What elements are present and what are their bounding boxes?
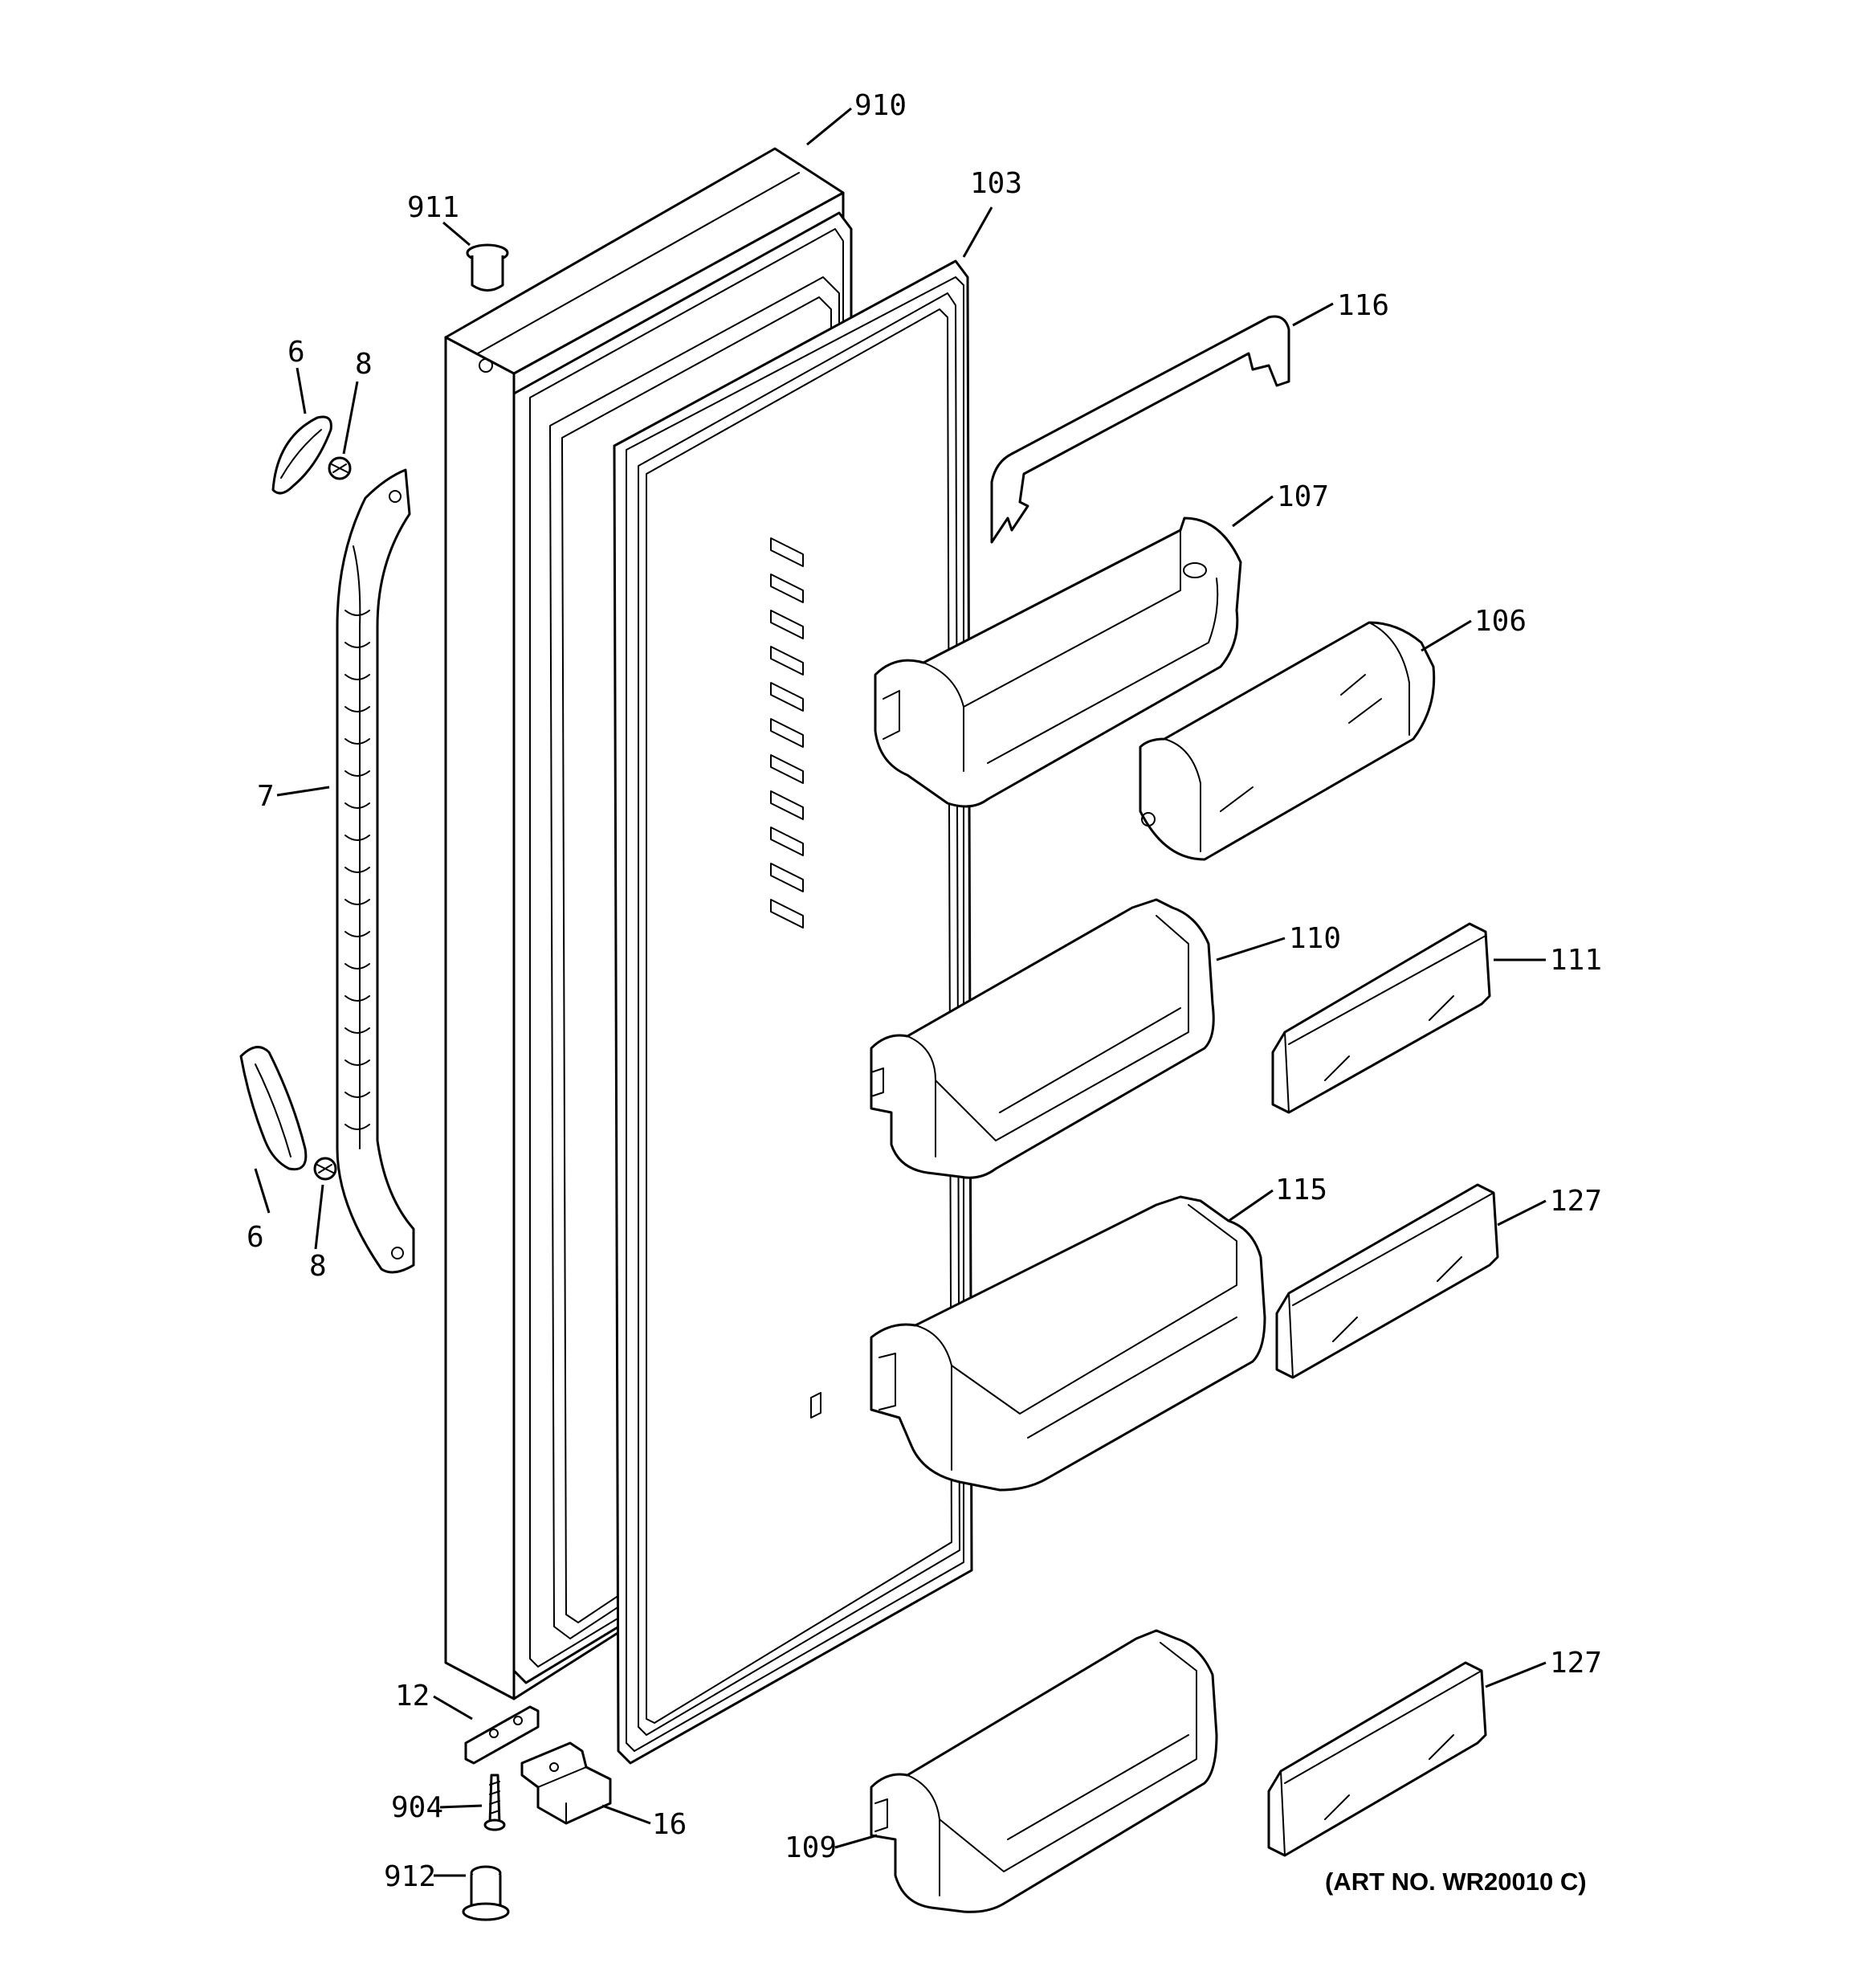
door-bin-107 bbox=[874, 516, 1242, 808]
art-number: (ART NO. WR20010 C) bbox=[1325, 1868, 1587, 1896]
label-7: 7 bbox=[257, 780, 275, 813]
label-910: 910 bbox=[854, 89, 907, 122]
door-gasket bbox=[613, 259, 973, 1765]
label-127-mid: 127 bbox=[1550, 1185, 1602, 1218]
dairy-cover-106 bbox=[1139, 621, 1436, 861]
shelf-rail bbox=[990, 315, 1290, 544]
label-115: 115 bbox=[1275, 1174, 1327, 1206]
label-6-top: 6 bbox=[287, 336, 305, 369]
label-16: 16 bbox=[652, 1808, 687, 1841]
handle-screw-bottom bbox=[313, 1157, 337, 1181]
label-904: 904 bbox=[391, 1791, 443, 1824]
label-116: 116 bbox=[1337, 289, 1389, 322]
label-103: 103 bbox=[970, 167, 1022, 200]
handle-cap-top bbox=[271, 415, 332, 495]
label-8-bottom: 8 bbox=[309, 1250, 327, 1283]
label-8-top: 8 bbox=[355, 348, 373, 381]
label-12: 12 bbox=[395, 1680, 430, 1712]
label-109: 109 bbox=[785, 1831, 837, 1864]
bin-cover-127-bottom bbox=[1267, 1661, 1487, 1857]
door-bin-109 bbox=[870, 1629, 1218, 1913]
label-111: 111 bbox=[1550, 944, 1602, 977]
door-bin-115 bbox=[870, 1195, 1266, 1492]
label-911: 911 bbox=[407, 191, 459, 224]
callout-labels: 910 911 103 116 6 8 107 106 7 110 111 11… bbox=[247, 89, 1602, 1893]
hinge-plug bbox=[466, 243, 509, 292]
door-handle bbox=[336, 468, 415, 1274]
bin-cover-127-mid bbox=[1275, 1183, 1499, 1379]
bin-support-ribs bbox=[770, 537, 821, 1419]
hinge-bracket-16 bbox=[520, 1741, 612, 1825]
handle-screw-top bbox=[328, 456, 352, 480]
label-110: 110 bbox=[1289, 922, 1341, 955]
screw-904 bbox=[483, 1774, 506, 1831]
label-6-bottom: 6 bbox=[247, 1221, 264, 1254]
hinge-shim-12 bbox=[464, 1705, 540, 1765]
leader-lines bbox=[254, 107, 1547, 1877]
label-106: 106 bbox=[1474, 605, 1527, 638]
hinge-pin-912 bbox=[462, 1865, 510, 1921]
label-912: 912 bbox=[384, 1860, 436, 1893]
door-bin-110 bbox=[870, 898, 1215, 1179]
label-127-bottom: 127 bbox=[1550, 1647, 1602, 1680]
handle-cap-bottom bbox=[239, 1046, 308, 1171]
bin-cover-111 bbox=[1271, 922, 1491, 1114]
label-107: 107 bbox=[1277, 480, 1329, 513]
